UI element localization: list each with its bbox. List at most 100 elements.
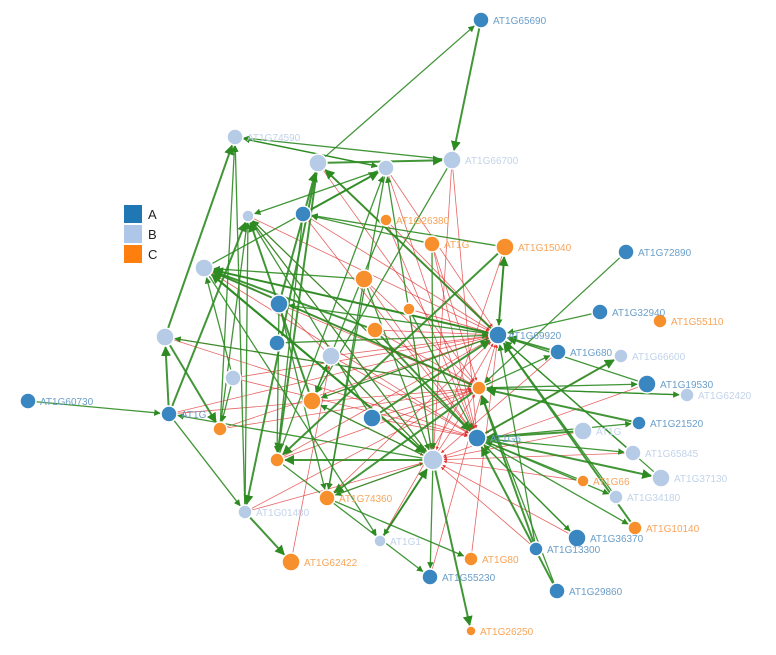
node-n11[interactable]: [617, 243, 635, 261]
node-label-n22: AT1G680: [570, 348, 612, 359]
node-label-n51: AT1G55230: [442, 573, 496, 584]
edge-green-61: [220, 385, 232, 422]
node-n53[interactable]: [465, 625, 477, 637]
edge-green-19: [252, 220, 471, 433]
edge-green-18: [212, 271, 473, 387]
node-n35[interactable]: [631, 415, 647, 431]
node-n12[interactable]: [194, 258, 214, 278]
node-n30[interactable]: [471, 380, 487, 396]
edge-green-5: [242, 137, 378, 169]
node-label-n53: AT1G26250: [480, 627, 534, 638]
edge-green-97: [278, 175, 384, 454]
node-n14b[interactable]: [268, 334, 286, 352]
edge-red-44: [389, 224, 492, 329]
node-n45[interactable]: [627, 520, 643, 536]
edge-green-93: [333, 391, 474, 494]
node-n16[interactable]: [591, 303, 609, 321]
node-n34[interactable]: [467, 428, 487, 448]
edge-green-20: [251, 221, 428, 453]
node-n19[interactable]: [488, 325, 508, 345]
node-label-n3: AT1G66700: [465, 156, 519, 167]
edge-green-80: [485, 438, 625, 455]
node-n9[interactable]: [423, 235, 441, 253]
edge-green-100: [204, 277, 232, 371]
edge-green-62: [220, 222, 250, 423]
node-n7[interactable]: [241, 209, 255, 223]
node-n8[interactable]: [379, 213, 393, 227]
node-n44[interactable]: [237, 504, 253, 520]
node-n4[interactable]: [308, 153, 328, 173]
edge-red-42: [382, 329, 489, 337]
node-label-n11: AT1G72890: [638, 248, 692, 259]
node-n43[interactable]: [608, 489, 624, 505]
node-n5[interactable]: [377, 159, 395, 177]
node-n51[interactable]: [421, 568, 439, 586]
node-n47[interactable]: [373, 534, 387, 548]
node-n33[interactable]: [212, 421, 228, 437]
node-n32[interactable]: [362, 408, 382, 428]
node-n41[interactable]: [318, 489, 336, 507]
edge-green-48: [160, 345, 171, 407]
node-n39[interactable]: [269, 452, 285, 468]
node-n36[interactable]: [573, 421, 593, 441]
node-n26[interactable]: [637, 374, 657, 394]
node-n27[interactable]: [679, 387, 695, 403]
node-n10[interactable]: [495, 237, 515, 257]
node-n40[interactable]: [651, 468, 671, 488]
node-n13[interactable]: [354, 269, 374, 289]
edge-red-52: [442, 464, 570, 535]
node-n48[interactable]: [528, 541, 544, 557]
edge-green-83: [482, 443, 571, 532]
edge-green-94: [383, 468, 429, 536]
node-n50[interactable]: [463, 551, 479, 567]
node-n24[interactable]: [321, 346, 341, 366]
node-layer: [19, 11, 695, 637]
node-n49[interactable]: [281, 552, 301, 572]
node-n15[interactable]: [402, 302, 416, 316]
node-label-n36: AT1G: [596, 427, 622, 438]
node-n28[interactable]: [19, 392, 37, 410]
node-label-n43: AT1G34180: [627, 493, 681, 504]
node-n20[interactable]: [366, 321, 384, 339]
edge-green-7: [232, 145, 246, 506]
node-n52[interactable]: [548, 582, 566, 600]
edge-green-56: [366, 287, 431, 451]
node-label-n49: AT1G62422: [304, 558, 358, 569]
legend-item-a: A: [124, 204, 157, 224]
node-n42[interactable]: [576, 474, 590, 488]
edge-red-46: [441, 356, 553, 454]
node-n46[interactable]: [567, 528, 587, 548]
node-n1[interactable]: [472, 11, 490, 29]
edge-red-1: [388, 175, 475, 429]
node-n18[interactable]: [155, 327, 175, 347]
node-n31[interactable]: [302, 391, 322, 411]
node-n6[interactable]: [294, 205, 312, 223]
edge-green-0: [450, 27, 481, 152]
node-n29[interactable]: [160, 405, 178, 423]
node-n37[interactable]: [422, 449, 444, 471]
node-n2[interactable]: [226, 128, 244, 146]
node-n17[interactable]: [652, 313, 668, 329]
node-label-n1: AT1G65690: [493, 16, 547, 27]
node-n3[interactable]: [442, 150, 462, 170]
edge-green-14: [311, 214, 425, 243]
edge-green-81: [485, 438, 653, 479]
node-n25[interactable]: [224, 369, 242, 387]
edge-green-27: [485, 386, 633, 423]
edge-green-40: [485, 421, 632, 438]
legend-item-c: C: [124, 244, 157, 264]
node-n38[interactable]: [624, 444, 642, 462]
edge-green-37: [485, 381, 638, 389]
edge-red-38: [250, 391, 473, 510]
legend-item-b: B: [124, 224, 157, 244]
node-n22[interactable]: [549, 343, 567, 361]
node-label-n35: AT1G21520: [650, 419, 704, 430]
edge-red-53: [441, 466, 531, 545]
node-n14[interactable]: [269, 294, 289, 314]
node-label-n16: AT1G32940: [612, 308, 666, 319]
edge-green-49: [35, 401, 161, 416]
edge-green-10: [253, 170, 379, 215]
legend-label-a: A: [148, 206, 157, 222]
node-label-n9: AT1G: [444, 240, 470, 251]
node-n23[interactable]: [613, 348, 629, 364]
